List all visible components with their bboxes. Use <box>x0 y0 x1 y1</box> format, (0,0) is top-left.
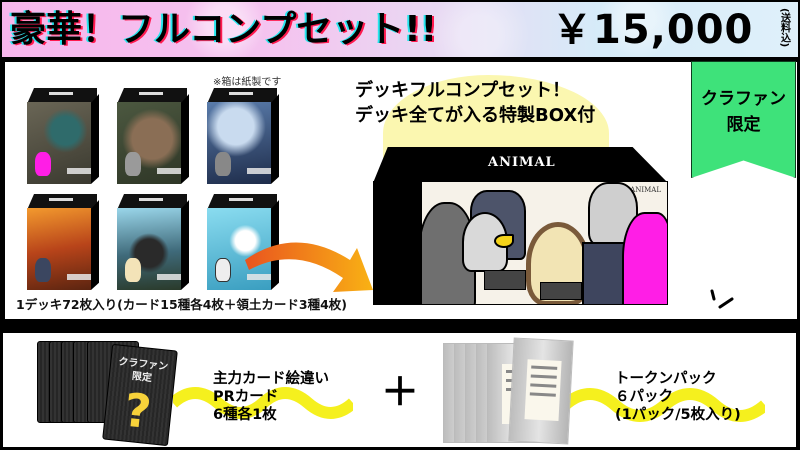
token-pack-front <box>508 337 574 445</box>
toucan-beak <box>494 234 514 248</box>
box-material-note: ※箱は紙製です <box>213 77 282 88</box>
storage-box-image: ANIMAL ANIMAL <box>373 147 668 309</box>
pink-rabbit-character <box>622 212 667 304</box>
ribbon-line1: クラファン <box>701 89 786 109</box>
lion-mascot-icon <box>125 258 141 282</box>
box-brand-small: ANIMAL <box>630 186 661 194</box>
box-headline-line1: デッキフルコンプセット！ <box>355 80 571 101</box>
pr-text-line2: PRカード <box>213 389 279 405</box>
rabbit-mascot-icon <box>215 152 231 176</box>
box-headline-line2: デッキ全てが入る特製BOX付 <box>355 105 596 126</box>
pr-text-line3: 6種各1枚 <box>213 407 277 423</box>
ribbon-text: クラファン 限定 <box>691 86 796 138</box>
token-text-line2: ６パック <box>615 389 673 405</box>
deck-contents-caption: 1デッキ72枚入り(カード15種各4枚＋領土カード3種4枚) <box>16 297 348 312</box>
deck-box-1 <box>27 88 99 184</box>
deck-box-3 <box>207 88 279 184</box>
box-brand-logo: ANIMAL <box>488 155 556 170</box>
held-cards-2 <box>540 282 582 300</box>
deck-box-2 <box>117 88 189 184</box>
bonus-panel: クラファン 限定 ? 主力カード絵違い PRカード 6種各1枚 ＋ トークンパッ… <box>3 333 796 447</box>
pr-text-line1: 主力カード絵違い <box>213 371 329 387</box>
rabbit-mascot-icon <box>35 152 51 176</box>
yellow-wave-right <box>565 388 765 422</box>
rabbit-mascot-icon <box>125 152 141 176</box>
orange-arrow-icon <box>245 242 373 292</box>
token-text-line3: (1パック/5枚入り) <box>615 407 741 423</box>
crowdfunding-exclusive-ribbon <box>691 61 796 178</box>
token-pack-description: トークンパック ６パック (1パック/5枚入り) <box>615 370 741 424</box>
page-title: 豪華！フルコンプセット!! <box>10 9 438 50</box>
question-mark-icon: ? <box>121 382 154 440</box>
token-text-line1: トークンパック <box>615 371 717 387</box>
main-panel: ※箱は紙製です <box>5 62 797 377</box>
header-banner: 豪華！フルコンプセット!! ￥15,000 (送料込) <box>2 2 798 57</box>
deck-box-6 <box>207 194 279 290</box>
held-cards-1 <box>484 270 526 290</box>
cat-mascot-icon <box>35 258 51 282</box>
deck-box-5 <box>117 194 189 290</box>
bird-mascot-icon <box>215 258 231 282</box>
plus-icon: ＋ <box>381 370 420 414</box>
yellow-wave-left <box>173 387 353 419</box>
deck-box-4 <box>27 194 99 290</box>
ribbon-line2: 限定 <box>726 115 761 135</box>
price: ￥15,000 <box>552 7 754 53</box>
pr-card-label: クラファン 限定 <box>109 355 175 388</box>
pr-card-description: 主力カード絵違い PRカード 6種各1枚 <box>213 370 329 424</box>
pr-card-mystery: クラファン 限定 ? <box>102 343 178 447</box>
price-note-text: (送料込) <box>778 8 790 48</box>
box-headline: デッキフルコンプセット！ デッキ全てが入る特製BOX付 <box>355 78 645 128</box>
price-note: (送料込) <box>777 8 791 51</box>
